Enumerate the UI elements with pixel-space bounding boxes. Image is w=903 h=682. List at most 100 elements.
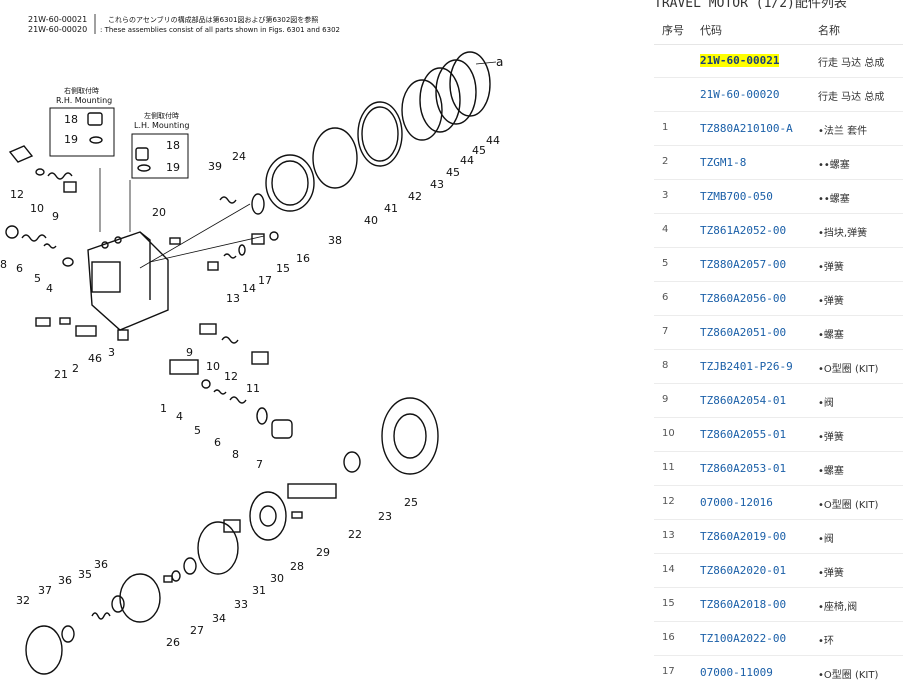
table-row: 9 TZ860A2054-01 •阀 xyxy=(654,384,903,418)
callout-11: 11 xyxy=(246,382,260,395)
table-row: 21W-60-00020 行走 马达 总成 xyxy=(654,78,903,112)
callout-9: 9 xyxy=(52,210,59,223)
part-code-link[interactable]: 21W-60-00020 xyxy=(700,88,780,101)
callout-46: 46 xyxy=(88,352,102,365)
callout-1: 1 xyxy=(160,402,167,415)
row-number: 11 xyxy=(662,462,675,473)
part-code-link[interactable]: TZ880A2057-00 xyxy=(700,258,787,271)
callout-45b: 45 xyxy=(472,144,486,157)
callout-23: 23 xyxy=(378,510,392,523)
callout-30: 30 xyxy=(270,572,284,585)
callout-9b: 9 xyxy=(186,346,193,359)
row-number: 15 xyxy=(662,598,675,609)
callout-21: 21 xyxy=(54,368,68,381)
callout-17: 17 xyxy=(258,274,272,287)
row-number: 5 xyxy=(662,258,669,269)
part-name: •O型圈 (KIT) xyxy=(818,670,879,681)
callout-labels: 12 10 9 8 6 5 4 3 2 46 21 1 39 24 20 13 … xyxy=(0,134,500,649)
lh-title-en: L.H. Mounting xyxy=(134,121,189,130)
callout-3: 3 xyxy=(108,346,115,359)
lh-title-jp: 左側取付時 xyxy=(144,111,179,120)
part-code-link[interactable]: TZ860A2020-01 xyxy=(700,564,787,577)
callout-34: 34 xyxy=(212,612,226,625)
lh-item-18: 18 xyxy=(166,139,180,152)
callout-43: 43 xyxy=(430,178,444,191)
callout-8b: 8 xyxy=(232,448,239,461)
row-number: 10 xyxy=(662,428,675,439)
part-code-link[interactable]: TZ860A2053-01 xyxy=(700,462,787,475)
callout-44b: 44 xyxy=(486,134,500,147)
shaft-and-gears xyxy=(25,397,439,675)
callout-12: 12 xyxy=(10,188,24,201)
part-code-link[interactable]: TZJB2401-P26-9 xyxy=(700,360,793,373)
part-name: 行走 马达 总成 xyxy=(818,92,885,103)
callout-36: 36 xyxy=(94,558,108,571)
callout-44: 44 xyxy=(460,154,474,167)
callout-27: 27 xyxy=(190,624,204,637)
part-name: •弹簧 xyxy=(818,432,844,443)
callout-28: 28 xyxy=(290,560,304,573)
part-code-link[interactable]: TZ860A2051-00 xyxy=(700,326,787,339)
part-code-link[interactable]: TZ860A2019-00 xyxy=(700,530,787,543)
row-number: 9 xyxy=(662,394,669,405)
part-name: •阀 xyxy=(818,398,834,409)
row-number: 12 xyxy=(662,496,675,507)
rh-title-jp: 右側取付時 xyxy=(64,86,99,95)
arrow-label-a: a xyxy=(496,55,503,69)
callout-29: 29 xyxy=(316,546,330,559)
part-code-link[interactable]: 21W-60-00021 xyxy=(700,54,780,67)
part-code-link[interactable]: 07000-12016 xyxy=(700,496,773,509)
part-name: •螺塞 xyxy=(818,330,844,341)
header-code: 代码 xyxy=(700,24,722,37)
part-code-link[interactable]: TZMB700-050 xyxy=(700,190,773,203)
part-name: •法兰 套件 xyxy=(818,126,868,137)
table-row: 2 TZGM1-8 ••螺塞 xyxy=(654,146,903,180)
callout-6b: 6 xyxy=(214,436,221,449)
part-code-link[interactable]: TZ860A2056-00 xyxy=(700,292,787,305)
row-number: 3 xyxy=(662,190,669,201)
row-number: 14 xyxy=(662,564,675,575)
row-number: 2 xyxy=(662,156,669,167)
callout-39: 39 xyxy=(208,160,222,173)
part-code-link[interactable]: TZ861A2052-00 xyxy=(700,224,787,237)
callout-8: 8 xyxy=(0,258,7,271)
rh-mounting-box: 右側取付時 R.H. Mounting 18 19 xyxy=(49,86,115,157)
part-code-link[interactable]: TZ860A2055-01 xyxy=(700,428,787,441)
part-name: •弹簧 xyxy=(818,296,844,307)
part-name: ••螺塞 xyxy=(818,160,850,171)
part-code-link[interactable]: TZGM1-8 xyxy=(700,156,747,169)
row-number: 17 xyxy=(662,666,675,677)
row-number: 8 xyxy=(662,360,669,371)
lh-item-19: 19 xyxy=(166,161,180,174)
callout-32: 32 xyxy=(16,594,30,607)
lh-mounting-box: 左側取付時 L.H. Mounting 18 19 xyxy=(131,111,189,179)
part-name: ••螺塞 xyxy=(818,194,850,205)
part-name: •挡块,弹簧 xyxy=(818,228,868,239)
table-row: 10 TZ860A2055-01 •弹簧 xyxy=(654,418,903,452)
header-name: 名称 xyxy=(818,24,840,37)
callout-41: 41 xyxy=(384,202,398,215)
part-name: •环 xyxy=(818,636,834,647)
callout-4b: 4 xyxy=(176,410,183,423)
callout-10b: 10 xyxy=(206,360,220,373)
callout-16: 16 xyxy=(296,252,310,265)
callout-12b: 12 xyxy=(224,370,238,383)
part-code-link[interactable]: TZ860A2054-01 xyxy=(700,394,787,407)
part-code-link[interactable]: TZ860A2018-00 xyxy=(700,598,787,611)
callout-14: 14 xyxy=(242,282,256,295)
part-code-link[interactable]: TZ880A210100-A xyxy=(700,122,793,135)
callout-22: 22 xyxy=(348,528,362,541)
table-row: 17 07000-11009 •O型圈 (KIT) xyxy=(654,656,903,682)
part-code-link[interactable]: TZ100A2022-00 xyxy=(700,632,787,645)
part-code-link[interactable]: 07000-11009 xyxy=(700,666,773,679)
motor-housing xyxy=(87,168,169,331)
